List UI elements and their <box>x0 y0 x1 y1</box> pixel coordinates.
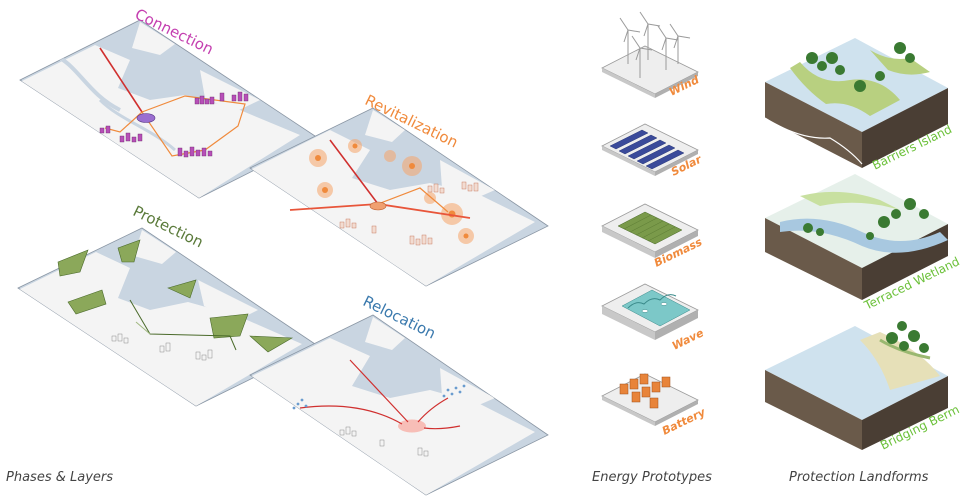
terraced-wetland-block <box>765 174 948 300</box>
wave-energy-icon <box>601 283 699 340</box>
caption-phases-layers: Phases & Layers <box>6 470 114 485</box>
caption-energy-prototypes: Energy Prototypes <box>592 470 712 485</box>
caption-protection-landforms: Protection Landforms <box>789 470 929 485</box>
bridging-berm-block <box>765 321 948 450</box>
biomass-field-icon <box>601 203 699 258</box>
protection-map <box>17 227 319 407</box>
battery-storage-icon <box>601 373 699 426</box>
connection-map <box>19 19 319 199</box>
barrier-island-block <box>764 38 948 168</box>
revitalization-map <box>249 107 549 287</box>
relocation-map <box>249 314 549 496</box>
solar-panel-icon <box>601 123 699 176</box>
wind-turbine-icon <box>601 11 699 98</box>
